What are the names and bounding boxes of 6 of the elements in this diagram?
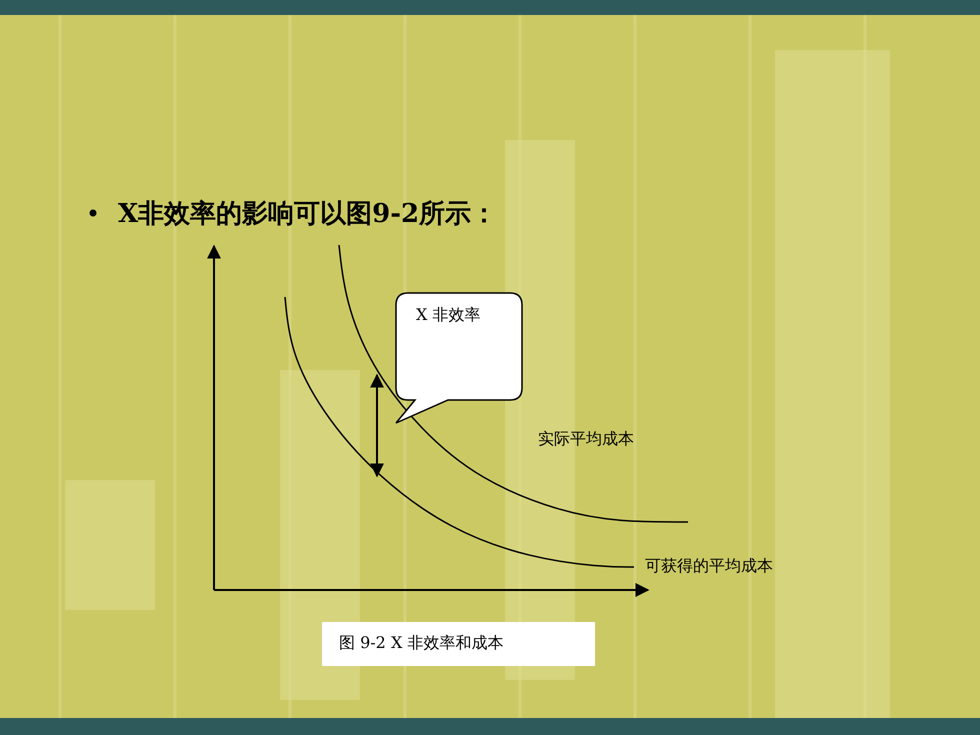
speech-bubble [394, 291, 524, 426]
curve-label: 实际平均成本 [538, 429, 634, 450]
curve-label: 可获得的平均成本 [645, 556, 773, 577]
callout-text: X 非效率 [416, 305, 480, 326]
figure-caption: 图 9-2 X 非效率和成本 [322, 622, 595, 666]
bullet-text: X非效率的影响可以图9-2所示： [118, 198, 498, 231]
